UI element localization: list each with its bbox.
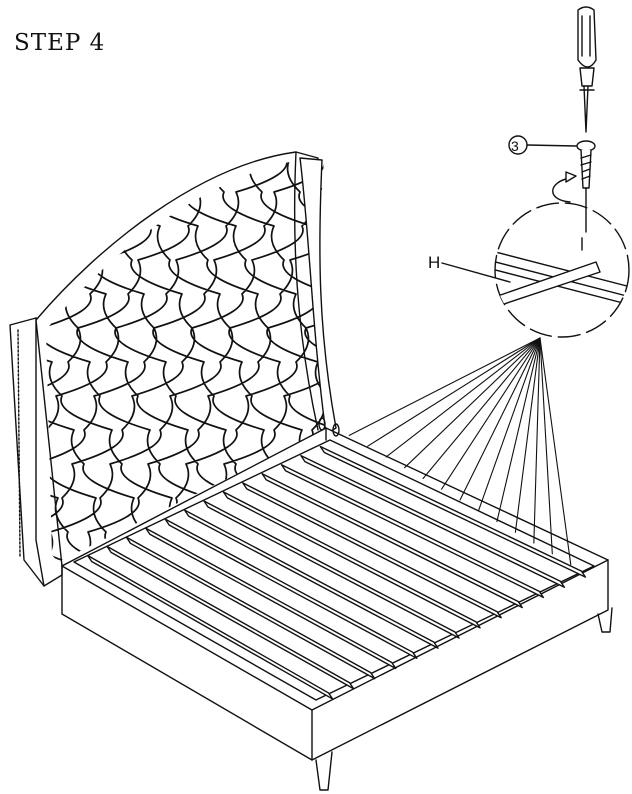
part-h-label: H bbox=[428, 253, 440, 272]
bed-slat bbox=[183, 509, 439, 649]
screwdriver-icon bbox=[577, 6, 597, 133]
leader-line bbox=[348, 337, 541, 436]
leader-line bbox=[539, 337, 553, 555]
leader-line bbox=[496, 337, 541, 523]
bed-slat bbox=[242, 482, 502, 619]
rotate-arrow-icon bbox=[552, 171, 577, 203]
headboard-right-wing bbox=[299, 157, 337, 435]
bed-slat bbox=[86, 554, 334, 700]
bed-slat bbox=[280, 463, 545, 599]
frame-brackets bbox=[318, 417, 340, 437]
bed-slat bbox=[145, 527, 397, 670]
leader-lines bbox=[348, 337, 572, 566]
leader-line bbox=[367, 337, 541, 447]
leader-line bbox=[539, 337, 572, 566]
detail-zoom-circle bbox=[494, 202, 630, 338]
bed-slat bbox=[222, 491, 481, 629]
part-3-callout bbox=[508, 135, 577, 155]
leader-line bbox=[440, 337, 541, 490]
screw-icon bbox=[576, 140, 596, 233]
bed-slat bbox=[319, 445, 587, 578]
bed-slat bbox=[125, 536, 376, 680]
leader-line bbox=[422, 337, 541, 480]
bed-slat bbox=[203, 500, 460, 639]
leader-line bbox=[385, 337, 541, 458]
step-title: STEP 4 bbox=[14, 30, 106, 56]
leader-line bbox=[514, 337, 541, 533]
leader-line bbox=[404, 337, 541, 469]
part-3-label: 3 bbox=[511, 138, 519, 154]
slats-group bbox=[86, 445, 587, 700]
tufting-pattern bbox=[46, 160, 326, 562]
leader-line bbox=[533, 337, 541, 544]
leader-line bbox=[459, 337, 541, 501]
bed-slat bbox=[261, 473, 523, 609]
label-h-leader bbox=[441, 262, 511, 283]
leader-line bbox=[477, 337, 541, 512]
bed-slat bbox=[164, 518, 418, 660]
bed-slat bbox=[106, 545, 355, 690]
bed-slat bbox=[300, 454, 566, 588]
